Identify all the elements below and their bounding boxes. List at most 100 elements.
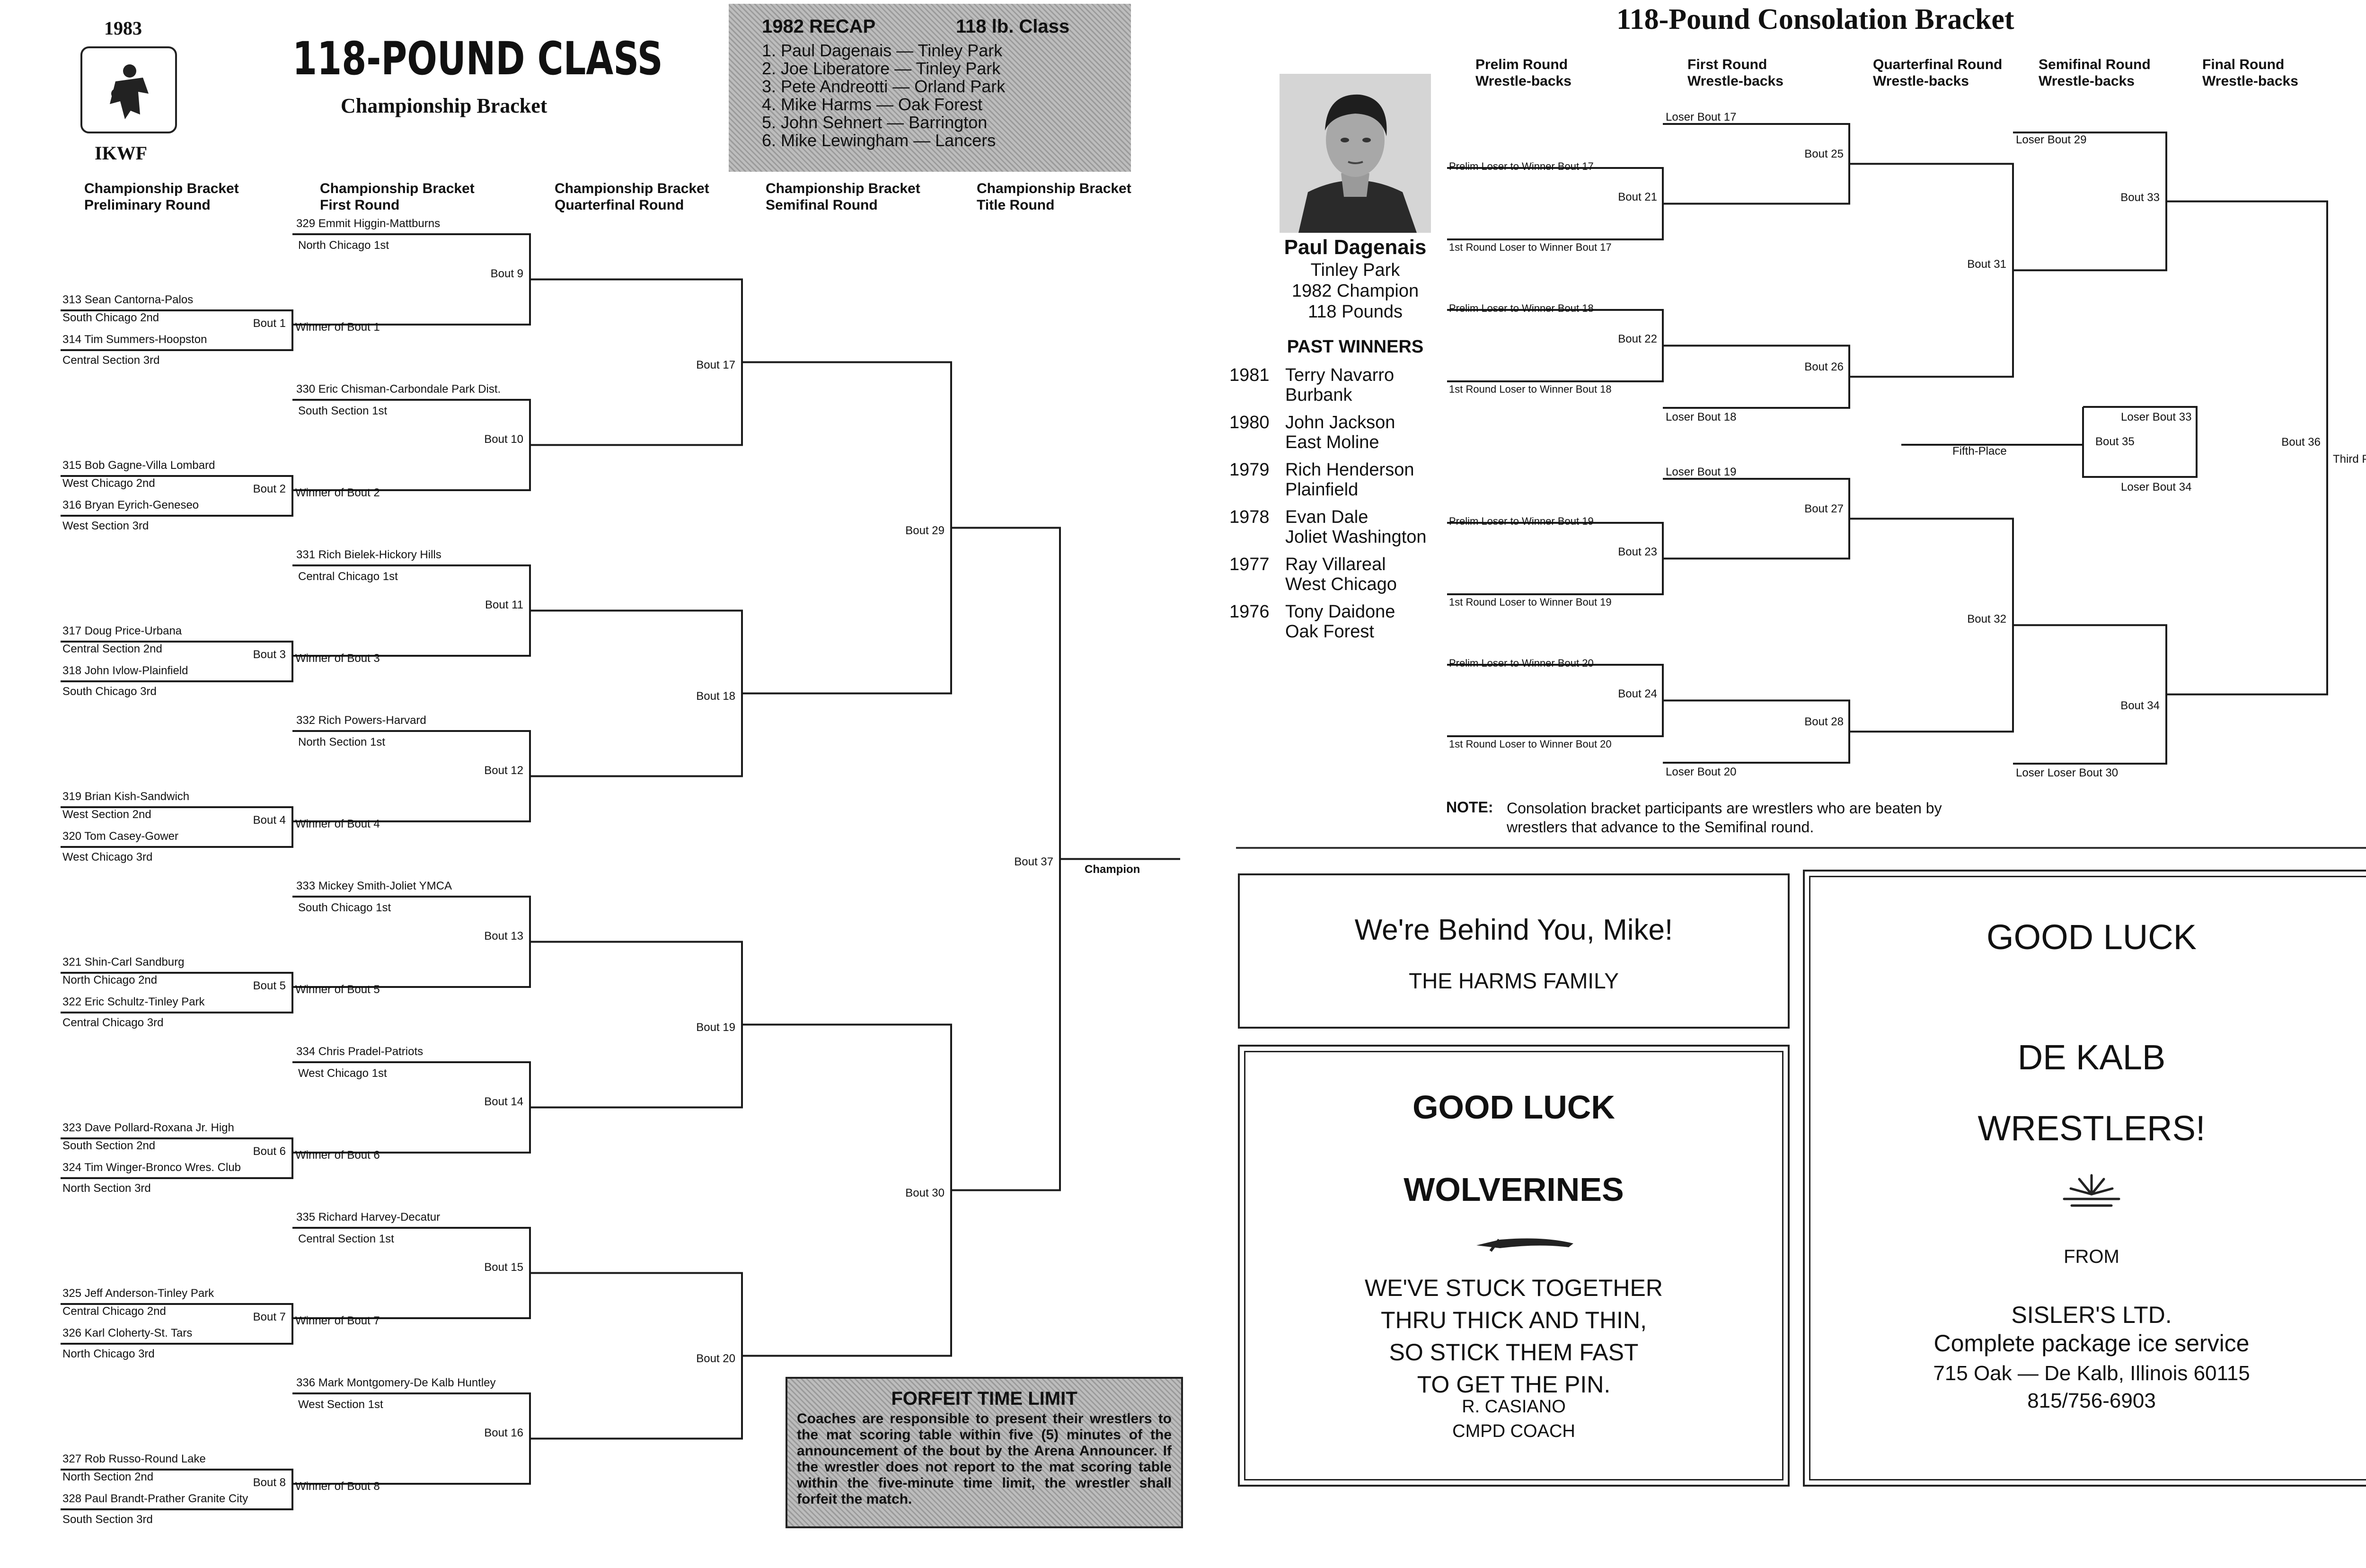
prelim-wrestler-section: South Section 3rd [62,1513,153,1526]
seed-wrestler: 335 Richard Harvey-Decatur [296,1211,441,1224]
recap-entry: 2. Joe Liberatore — Tinley Park [762,59,1001,78]
prelim-wrestler: 324 Tim Winger-Bronco Wres. Club [62,1161,241,1174]
ikwf-logo [80,46,177,133]
poem-line: SO STICK THEM FAST [1389,1339,1639,1365]
past-winner-team: West Chicago [1285,574,1397,594]
semifinal-bout-label: Bout 29 [905,524,945,537]
winner-label: Winner of Bout 4 [295,818,380,830]
dekalb-ad-wrestlers: WRESTLERS! [1978,1109,2206,1148]
past-winner-team: East Moline [1285,432,1379,452]
dekalb-ad-phone: 815/756-6903 [2027,1389,2156,1412]
recap-entry: 6. Mike Lewingham — Lancers [762,131,996,150]
prelim-wrestler: 322 Eric Schultz-Tinley Park [62,995,205,1008]
champion-title: 1982 Champion [1291,281,1419,301]
quarter-loser-label: Loser Bout 18 [1666,411,1737,423]
prelim-wrestler: 318 John Ivlow-Plainfield [62,664,188,677]
fifth-place-label: Fifth-Place [1952,445,2007,458]
prelim-wrestler: 319 Brian Kish-Sandwich [62,790,190,803]
prelim-wrestler-section: Central Chicago 3rd [62,1016,164,1029]
wolverines-ad-team: WOLVERINES [1404,1171,1624,1208]
seed-wrestler-section: South Section 1st [298,405,388,417]
prelim-bout-label: Bout 2 [253,483,286,495]
forfeit-title: FORFEIT TIME LIMIT [891,1388,1077,1409]
prelim-bout-label: Bout 4 [253,814,286,827]
prelim-wrestler-section: West Section 3rd [62,520,149,532]
prelim-wrestler-section: North Section 3rd [62,1182,151,1195]
prelim-wrestler: 325 Jeff Anderson-Tinley Park [62,1287,214,1300]
prelim-wrestler-section: North Chicago 2nd [62,974,158,987]
dekalb-ad-tagline: Complete package ice service [1933,1330,2250,1357]
past-winner-year: 1979 [1229,460,1270,480]
first-round-bout-label: Bout 13 [484,929,523,943]
prelim-wrestleback-bout: Bout 24 [1618,687,1657,700]
bracket-lines [61,233,1180,1510]
poem-line: TO GET THE PIN. [1417,1371,1611,1398]
dekalb-ad-from: FROM [2064,1246,2119,1267]
org-label: IKWF [95,142,148,164]
prelim-bracket [61,475,293,517]
harms-ad-sponsor: THE HARMS FAMILY [1409,969,1619,993]
note-label: NOTE: [1446,799,1493,816]
semi-wrestleback-bout: Bout 33 [2120,191,2160,204]
winner-label: Winner of Bout 7 [295,1314,380,1327]
dekalb-ad-team: DE KALB [2017,1038,2166,1077]
prelim-wrestleback-bracket [1447,664,1664,737]
semi-wrestleback-bout: Bout 34 [2120,699,2160,712]
harms-ad: We're Behind You, Mike! THE HARMS FAMILY [1238,873,1790,1029]
prelim-loser-label: Prelim Loser to Winner Bout 18 [1449,302,1594,314]
prelim-bout-label: Bout 5 [253,979,286,992]
quarter-wrestleback-bout: Bout 31 [1967,258,2006,271]
prelim-bout-label: Bout 8 [253,1476,286,1489]
past-winners-title: PAST WINNERS [1287,337,1424,357]
first-round-bout-label: Bout 14 [484,1095,523,1108]
first-loser-label: 1st Round Loser to Winner Bout 20 [1449,738,1612,750]
seed-wrestler: 333 Mickey Smith-Joliet YMCA [296,880,452,892]
seed-wrestler: 334 Chris Pradel-Patriots [296,1045,424,1058]
quarter-loser-label: Loser Bout 19 [1666,466,1737,478]
seed-wrestler-section: North Section 1st [298,736,386,749]
dekalb-ad-company: SISLER'S LTD. [2011,1302,2172,1328]
consolation-lines [1447,123,2328,765]
past-winner-name: Ray Villareal [1285,555,1386,574]
recap-title: 1982 RECAP [762,16,876,37]
page-title: 118-POUND CLASS [292,32,663,85]
round-header: Prelim Round Wrestle-backs [1475,57,1571,89]
prelim-wrestleback-bout: Bout 22 [1618,332,1657,345]
past-winner-name: Terry Navarro [1285,365,1395,385]
prelim-wrestler: 313 Sean Cantorna-Palos [62,293,194,306]
wolverines-ad: GOOD LUCK WOLVERINES WE'VE STUCK TOGETHE… [1238,1045,1790,1487]
prelim-bracket [61,309,293,351]
quarter-wrestleback-bout: Bout 32 [1967,613,2006,626]
seed-wrestler-section: South Chicago 1st [298,901,391,914]
wolverines-ad-good-luck: GOOD LUCK [1413,1089,1615,1126]
champion-name: Paul Dagenais [1284,236,1427,259]
seed-wrestler: 329 Emmit Higgin-Mattburns [296,217,441,230]
prelim-bout-label: Bout 7 [253,1311,286,1323]
winner-label: Winner of Bout 6 [295,1149,380,1162]
quarterfinal-bout-label: Bout 18 [696,689,735,703]
past-winner-name: Rich Henderson [1285,460,1414,480]
prelim-wrestleback-bout: Bout 23 [1618,545,1657,558]
forfeit-box: FORFEIT TIME LIMIT Coaches are responsib… [786,1377,1183,1528]
recap-entry: 5. John Sehnert — Barrington [762,113,988,132]
seed-wrestler: 332 Rich Powers-Harvard [296,714,426,727]
prelim-wrestler-section: South Chicago 3rd [62,685,157,698]
prelim-bout-label: Bout 1 [253,317,286,330]
round-header: Quarterfinal Round Wrestle-backs [1873,57,2003,89]
prelim-wrestleback-bracket [1447,522,1664,595]
sunburst-icon [2063,1174,2120,1207]
quarterfinal-bout-label: Bout 17 [696,358,735,371]
winner-label: Winner of Bout 8 [295,1480,380,1493]
prelim-wrestler-section: South Chicago 2nd [62,311,159,324]
prelim-wrestler-section: South Section 2nd [62,1139,156,1152]
fifth-bout-label: Bout 35 [2095,435,2135,448]
prelim-wrestler-section: Central Section 2nd [62,643,162,655]
first-wrestleback-bracket [1663,699,1850,764]
prelim-bracket [61,1303,293,1345]
recap-entry: 3. Pete Andreotti — Orland Park [762,77,1006,96]
semifinal-bout-label: Bout 30 [905,1186,945,1199]
seed-wrestler-section: North Chicago 1st [298,239,389,252]
pennant-icon [1476,1238,1573,1252]
quarterfinal-bout-label: Bout 20 [696,1352,735,1365]
round-header: Semifinal Round Wrestle-backs [2039,57,2151,89]
